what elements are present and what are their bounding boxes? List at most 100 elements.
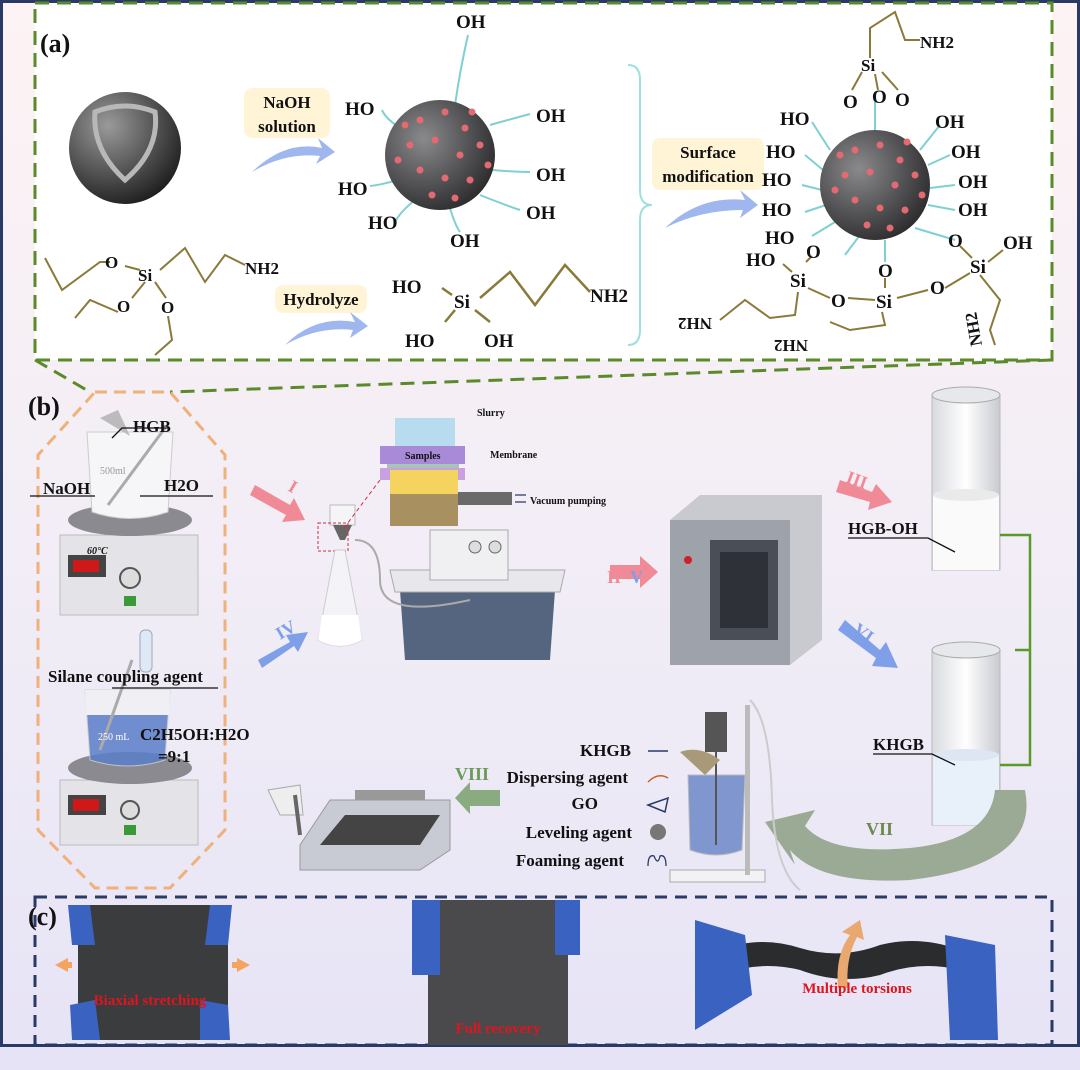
khgb-cylinder-label: KHGB	[873, 735, 924, 754]
legend-leveling-agent: Leveling agent	[526, 823, 633, 842]
ho-group: HO	[765, 228, 795, 249]
silane-nh2: NH2	[245, 259, 279, 278]
hgb-oh-leader	[848, 537, 956, 553]
modified-bottom-nh2: NH2	[774, 336, 808, 355]
biaxial-stretching-photo	[55, 905, 250, 1040]
legend-dispersing-agent: Dispersing agent	[507, 768, 629, 787]
ho-group: HO	[780, 109, 810, 130]
naoh-highlight	[244, 88, 330, 138]
hydrolyzed-silane-bonds	[441, 263, 591, 323]
modified-top-si: Si	[861, 56, 875, 75]
hydroxylated-sphere-icon	[369, 34, 531, 233]
step-ii-label: II	[607, 567, 621, 587]
modified-bottom-o: O	[948, 231, 963, 252]
oh-group: OH	[951, 142, 981, 163]
modified-bottom-o: O	[930, 278, 945, 299]
oh-group: OH	[536, 106, 566, 127]
preparation-hexagon	[36, 390, 227, 890]
oh-group: OH	[536, 165, 566, 186]
solvent-ratio-2: =9:1	[158, 747, 190, 766]
step-viii-arrow-icon	[455, 782, 500, 814]
vacuum-filtration-flask-icon	[317, 504, 363, 647]
arrow-naoh-icon	[252, 138, 335, 172]
step-vi-arrow-icon	[838, 620, 898, 668]
panel-c-border	[33, 895, 1054, 1047]
naoh-solution-label-2: solution	[258, 117, 316, 136]
bracket	[627, 64, 653, 346]
modified-bottom-si: Si	[876, 292, 892, 313]
hgb-label: HGB	[133, 417, 171, 436]
beaker2-volume: 250 mL	[98, 732, 129, 743]
naoh-label: NaOH	[43, 479, 90, 498]
full-recovery-photo	[412, 900, 580, 1045]
khgb-leader	[873, 753, 956, 766]
modified-bottom-bonds	[719, 245, 1004, 346]
modified-bottom-si: Si	[790, 271, 806, 292]
modified-top-o: O	[872, 87, 887, 108]
ho-group: HO	[762, 170, 792, 191]
silane-si: Si	[138, 266, 152, 285]
hydrolyze-highlight	[275, 285, 367, 313]
solvent-ratio-1: C2H5OH:H2O	[140, 725, 250, 744]
legend-foaming-agent: Foaming agent	[516, 851, 624, 870]
surface-modification-label-1: Surface	[680, 143, 736, 162]
oh-group: OH	[450, 231, 480, 252]
oh-group: OH	[935, 112, 965, 133]
modified-top-bonds	[851, 10, 920, 91]
surface-modification-highlight	[652, 138, 764, 190]
oh-group: OH	[456, 12, 486, 33]
silane-bonds	[44, 246, 246, 356]
hgb-leader	[111, 427, 170, 439]
hydrolyzed-oh: OH	[484, 331, 514, 352]
modified-bottom-si: Si	[970, 257, 986, 278]
samples-label: Samples	[405, 451, 441, 462]
oh-group: OH	[526, 203, 556, 224]
arrow-hydrolyze-icon	[285, 312, 368, 345]
modified-bottom-nh2: NH2	[678, 314, 712, 333]
zoom-line-left	[34, 358, 91, 394]
modified-bottom-ho: HO	[746, 250, 776, 271]
mechanical-stirrer-icon	[669, 699, 801, 891]
legend-go: GO	[572, 794, 598, 813]
panel-b-label: (b)	[28, 392, 60, 421]
vacuum-pump-icon	[354, 529, 566, 660]
filtration-stack-icon	[380, 418, 526, 526]
figure-frame	[0, 0, 1080, 1047]
hgb-oh-cylinder-icon	[931, 386, 1001, 571]
hollow-glass-bead-icon	[69, 92, 181, 204]
beaker-volume: 500ml	[100, 466, 126, 477]
magnetic-stirrer-2-icon	[59, 629, 199, 846]
go-legend-icon	[645, 796, 670, 814]
vacuum-pumping-label: Vacuum pumping	[530, 496, 606, 507]
modified-bottom-o: O	[806, 242, 821, 263]
oh-group: OH	[958, 172, 988, 193]
hydrolyze-label: Hydrolyze	[283, 290, 359, 309]
khgb-cylinder-icon	[931, 641, 1001, 826]
hgb-oh-label: HGB-OH	[848, 519, 918, 538]
step-viii-label: VIII	[455, 764, 489, 784]
zoom-indicator	[343, 479, 381, 529]
coating-applicator-icon	[267, 784, 451, 871]
step-vii-label: VII	[866, 819, 893, 839]
modified-bottom-o: O	[831, 291, 846, 312]
step-ii-v-arrow-icon	[610, 556, 658, 588]
drying-oven-icon	[670, 495, 822, 665]
oh-group: OH	[958, 200, 988, 221]
foaming-agent-legend-icon	[647, 855, 667, 867]
modified-top-o: O	[895, 90, 910, 111]
dispersing-agent-legend-icon	[647, 775, 669, 783]
slurry-label: Slurry	[477, 408, 505, 419]
modified-top-o: O	[843, 92, 858, 113]
hydrolyzed-ho: HO	[405, 331, 435, 352]
ho-group: HO	[345, 99, 375, 120]
cylinder-connector	[1000, 533, 1032, 767]
step-vii-arrow-icon	[765, 790, 1027, 881]
temperature-display: 60°C	[87, 546, 108, 557]
hydrolyzed-ho: HO	[392, 277, 422, 298]
silane-o: O	[161, 298, 174, 317]
silane-coupling-agent-label: Silane coupling agent	[48, 667, 203, 686]
silane-o: O	[117, 297, 130, 316]
modified-sphere-icon	[801, 100, 956, 262]
h2o-label: H2O	[164, 476, 199, 495]
